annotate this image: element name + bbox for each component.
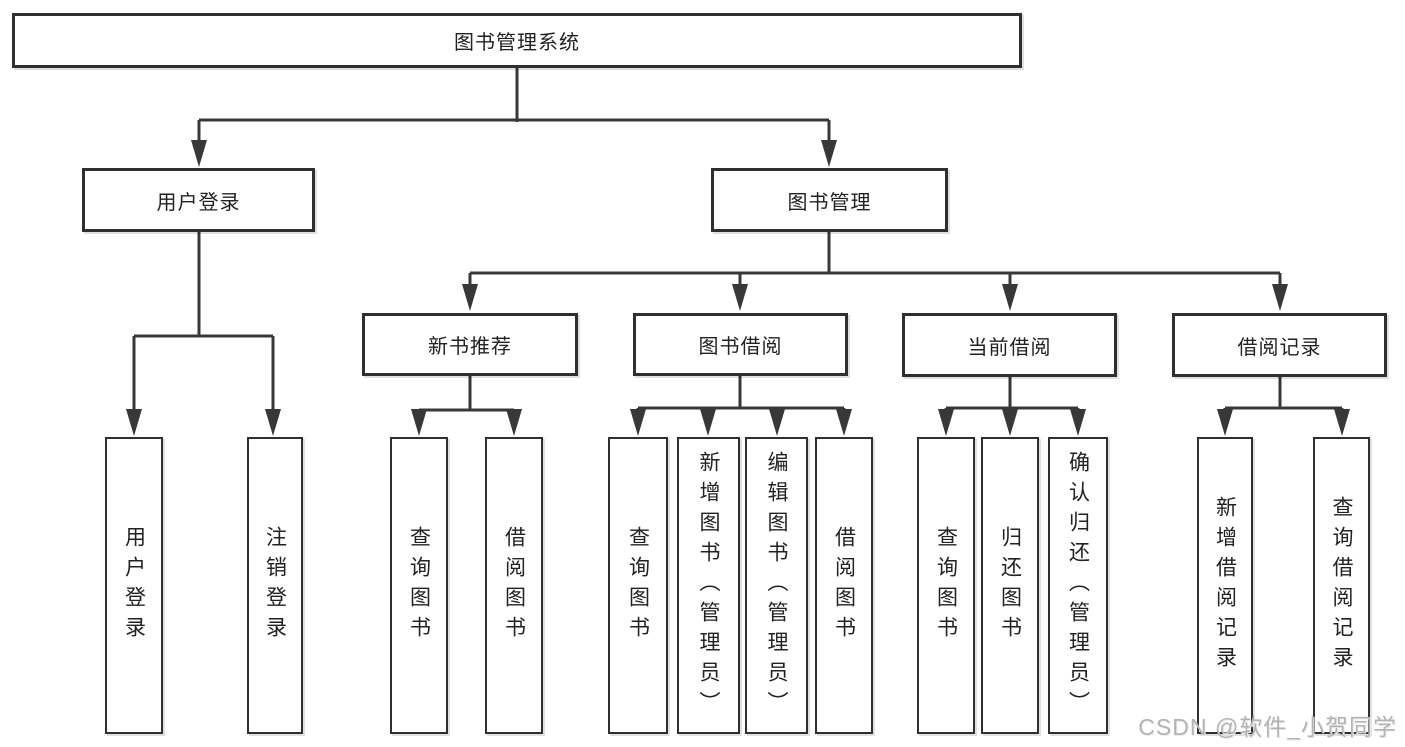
leaf-cb-return-books-label: 归还图书 (998, 525, 1022, 646)
leaf-nb-query-books-label: 查询图书 (407, 525, 431, 646)
node-book-borrowing: 图书借阅 (633, 313, 848, 376)
node-book-management-label: 图书管理 (787, 191, 872, 214)
leaf-logout-label: 注销登录 (263, 525, 287, 646)
leaf-bb-edit-books-admin-label: 编辑图书（管理员） (765, 450, 788, 721)
leaf-user-login: 用户登录 (105, 437, 163, 734)
node-book-management: 图书管理 (711, 168, 948, 232)
node-user-login: 用户登录 (82, 168, 315, 232)
node-current-borrowing-label: 当前借阅 (967, 336, 1052, 359)
leaf-user-login-label: 用户登录 (122, 525, 146, 646)
csdn-watermark: CSDN @软件_小贺同学 (1138, 714, 1397, 740)
leaf-br-query-record-label: 查询借阅记录 (1330, 495, 1353, 676)
node-root: 图书管理系统 (12, 13, 1022, 68)
leaf-bb-edit-books-admin: 编辑图书（管理员） (745, 437, 808, 734)
leaf-br-add-record: 新增借阅记录 (1197, 437, 1253, 734)
leaf-cb-query-books: 查询图书 (917, 437, 975, 734)
leaf-nb-borrow-books-label: 借阅图书 (502, 525, 526, 646)
leaf-bb-add-books-admin: 新增图书（管理员） (677, 437, 740, 734)
node-user-login-label: 用户登录 (156, 191, 241, 214)
leaf-nb-borrow-books: 借阅图书 (485, 437, 543, 734)
node-borrow-records: 借阅记录 (1172, 313, 1387, 377)
leaf-bb-query-books: 查询图书 (608, 437, 668, 734)
node-root-label: 图书管理系统 (454, 32, 580, 54)
leaf-cb-confirm-return-admin-label: 确认归还（管理员） (1066, 450, 1090, 721)
node-borrow-records-label: 借阅记录 (1237, 336, 1322, 359)
leaf-cb-confirm-return-admin: 确认归还（管理员） (1048, 437, 1108, 734)
leaf-nb-query-books: 查询图书 (390, 437, 448, 734)
leaf-bb-query-books-label: 查询图书 (626, 525, 650, 646)
leaf-bb-borrow-books-label: 借阅图书 (832, 525, 856, 646)
leaf-br-add-record-label: 新增借阅记录 (1213, 495, 1237, 676)
leaf-cb-return-books: 归还图书 (981, 437, 1039, 734)
node-new-book-recommend: 新书推荐 (362, 313, 578, 376)
leaf-logout: 注销登录 (247, 437, 303, 734)
node-new-book-recommend-label: 新书推荐 (428, 336, 512, 358)
node-book-borrowing-label: 图书借阅 (698, 336, 783, 358)
leaf-cb-query-books-label: 查询图书 (934, 525, 958, 646)
leaf-bb-add-books-admin-label: 新增图书（管理员） (697, 450, 720, 721)
leaf-bb-borrow-books: 借阅图书 (815, 437, 873, 734)
leaf-br-query-record: 查询借阅记录 (1313, 437, 1370, 734)
node-current-borrowing: 当前借阅 (902, 313, 1117, 377)
